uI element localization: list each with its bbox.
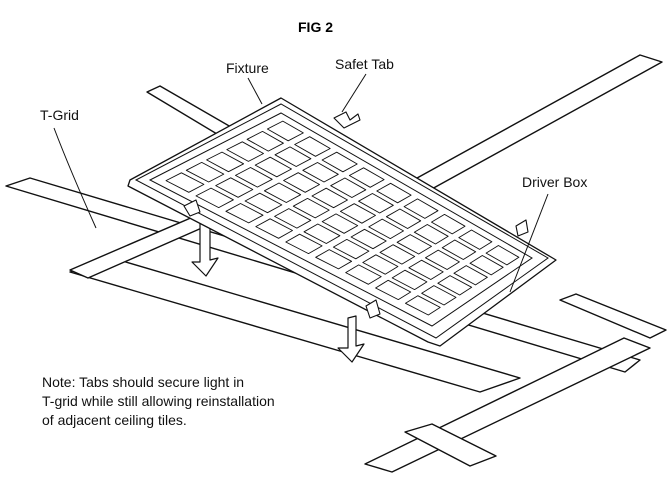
led-cell <box>421 285 457 306</box>
down-arrow-icon <box>337 315 365 363</box>
figure-title: FIG 2 <box>298 19 333 35</box>
t-grid-rail-right <box>559 293 667 339</box>
leader-fixture <box>247 77 263 105</box>
led-cell <box>311 187 348 209</box>
led-cell <box>195 187 234 209</box>
led-cell <box>263 182 302 203</box>
led-cell <box>376 182 412 204</box>
callout-safety-tab: Safet Tab <box>335 56 394 72</box>
callout-driver-box: Driver Box <box>522 174 587 190</box>
led-cell <box>244 192 283 214</box>
led-cell <box>254 156 292 178</box>
led-cell <box>391 269 428 291</box>
led-cell <box>294 136 331 157</box>
led-cell <box>469 255 504 276</box>
fixture-top-face <box>134 103 549 339</box>
callout-t-grid: T-Grid <box>40 107 79 123</box>
led-cell <box>345 264 382 285</box>
led-cell <box>350 228 387 250</box>
led-cell <box>266 120 304 142</box>
led-cell <box>358 193 394 214</box>
safety-tab <box>365 299 381 319</box>
led-cell <box>403 198 439 219</box>
led-cell <box>396 234 432 255</box>
led-cell <box>413 224 449 245</box>
safety-tab <box>515 219 529 237</box>
led-cell <box>315 249 353 270</box>
led-cell <box>348 167 385 188</box>
led-cell <box>274 146 312 167</box>
led-cell <box>362 254 399 275</box>
led-cell <box>302 162 339 183</box>
led-cell <box>339 203 376 224</box>
led-cell <box>283 172 320 193</box>
led-cell <box>379 244 416 265</box>
note-line-3: of adjacent ceiling tiles. <box>42 412 187 428</box>
led-cell <box>485 245 520 266</box>
led-cell <box>375 279 412 301</box>
led-cell <box>255 218 293 239</box>
led-cell <box>321 151 358 173</box>
installation-note: Note: Tabs should secure light in T-grid… <box>42 374 275 428</box>
led-cell <box>226 141 264 162</box>
led-cell <box>215 177 254 198</box>
led-cell <box>458 229 493 250</box>
led-cell <box>303 223 341 244</box>
led-cell <box>441 239 477 260</box>
led-cell <box>431 213 466 235</box>
led-cell <box>368 218 404 240</box>
led-cell <box>165 172 205 193</box>
led-cell <box>206 151 245 173</box>
led-cell <box>274 208 312 229</box>
leader-lines <box>53 73 549 293</box>
led-cell <box>437 275 473 296</box>
led-cell <box>235 167 273 188</box>
led-cell <box>285 233 323 255</box>
led-cell-grid <box>165 120 520 316</box>
light-fixture <box>127 97 557 347</box>
led-cell <box>246 130 284 152</box>
led-cell <box>425 249 460 270</box>
fixture-diffuser-border <box>148 112 533 327</box>
led-cell <box>330 177 367 198</box>
led-cell <box>332 238 370 260</box>
t-grid-rail-upper-right <box>407 54 663 191</box>
led-cell <box>185 161 225 183</box>
led-cell <box>321 213 359 234</box>
led-cell <box>385 208 422 229</box>
leader-driver-box <box>509 193 549 293</box>
leader-safety-tab <box>341 73 367 113</box>
note-line-1: Note: Tabs should secure light in <box>42 374 244 390</box>
safety-tab <box>333 111 361 129</box>
note-line-2: T-grid while still allowing reinstallati… <box>42 393 275 409</box>
led-cell <box>408 259 444 280</box>
t-grid-rail-bottom <box>404 423 497 467</box>
led-cell <box>292 197 330 219</box>
led-cell <box>453 265 488 286</box>
leader-t-grid <box>53 127 97 229</box>
led-cell <box>405 295 441 316</box>
led-cell <box>225 203 264 224</box>
callout-fixture: Fixture <box>226 60 269 76</box>
safety-tab <box>183 199 201 217</box>
